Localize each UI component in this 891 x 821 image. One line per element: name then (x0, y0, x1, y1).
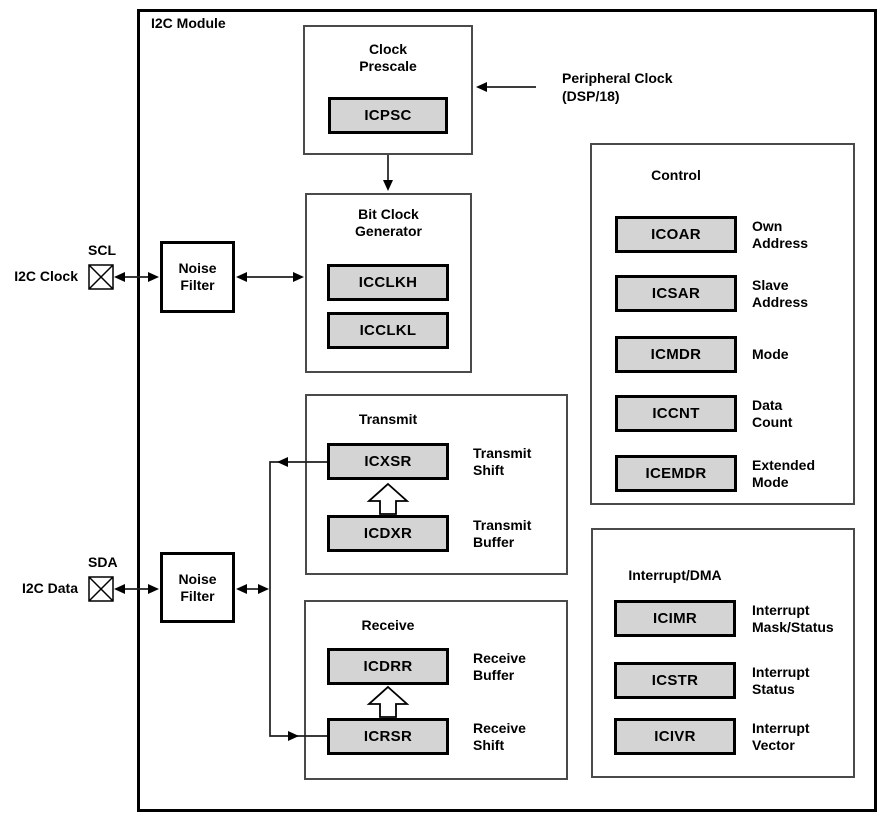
noise-filter-data-block: Noise Filter (160, 552, 235, 623)
interrupt-mask-status-label: Interrupt Mask/Status (752, 601, 834, 635)
icxsr-register: ICXSR (327, 443, 449, 480)
sda-pin-label: SDA (88, 554, 118, 570)
receive-shift-label: Receive Shift (473, 719, 526, 753)
scl-left-arrowhead-icon (114, 272, 125, 282)
peripheral-clock-label: Peripheral Clock (DSP/18) (562, 70, 673, 104)
interrupt-vector-label: Interrupt Vector (752, 719, 810, 753)
control-block (590, 143, 855, 505)
own-address-label: Own Address (752, 217, 809, 251)
receive-buffer-label: Receive Buffer (473, 649, 526, 683)
icemdr-register: ICEMDR (615, 455, 737, 492)
icdxr-register: ICDXR (327, 515, 449, 552)
icrsr-register: ICRSR (327, 718, 449, 755)
receive-title: Receive (361, 617, 415, 633)
interrupt-status-label: Interrupt Status (752, 663, 810, 697)
sda-pin-icon (88, 576, 114, 602)
noise-filter-clock-title: Noise Filter (178, 260, 217, 293)
icoar-register: ICOAR (615, 216, 737, 253)
mode-label: Mode (752, 346, 789, 362)
data-count-label: Data Count (752, 396, 793, 430)
icsar-register: ICSAR (615, 275, 737, 312)
bit-clock-generator-title: Bit Clock Generator (355, 206, 422, 239)
noise-filter-data-title: Noise Filter (178, 570, 217, 604)
scl-pin-icon (88, 264, 114, 290)
icivr-register: ICIVR (614, 718, 736, 755)
scl-pin-label: SCL (88, 242, 116, 258)
transmit-buffer-label: Transmit Buffer (473, 516, 532, 550)
i2c-clock-label: I2C Clock (14, 268, 78, 284)
icstr-register: ICSTR (614, 662, 736, 699)
icimr-register: ICIMR (614, 600, 736, 637)
icmdr-register: ICMDR (615, 336, 737, 373)
extended-mode-label: Extended Mode (752, 456, 816, 490)
icpsc-register: ICPSC (328, 97, 448, 134)
transmit-title: Transmit (358, 411, 418, 427)
control-title: Control (651, 167, 701, 183)
interrupt-dma-title: Interrupt/DMA (628, 567, 722, 583)
iccnt-register: ICCNT (615, 395, 737, 432)
clock-prescale-title: Clock Prescale (359, 41, 417, 74)
module-title: I2C Module (151, 15, 226, 31)
noise-filter-clock-block: Noise Filter (160, 241, 235, 313)
icclkh-register: ICCLKH (327, 264, 449, 301)
i2c-data-label: I2C Data (21, 580, 78, 596)
icclkl-register: ICCLKL (327, 312, 449, 349)
icdrr-register: ICDRR (327, 648, 449, 685)
transmit-shift-label: Transmit Shift (473, 444, 532, 478)
slave-address-label: Slave Address (752, 276, 809, 310)
sda-left-arrowhead-icon (114, 584, 125, 594)
